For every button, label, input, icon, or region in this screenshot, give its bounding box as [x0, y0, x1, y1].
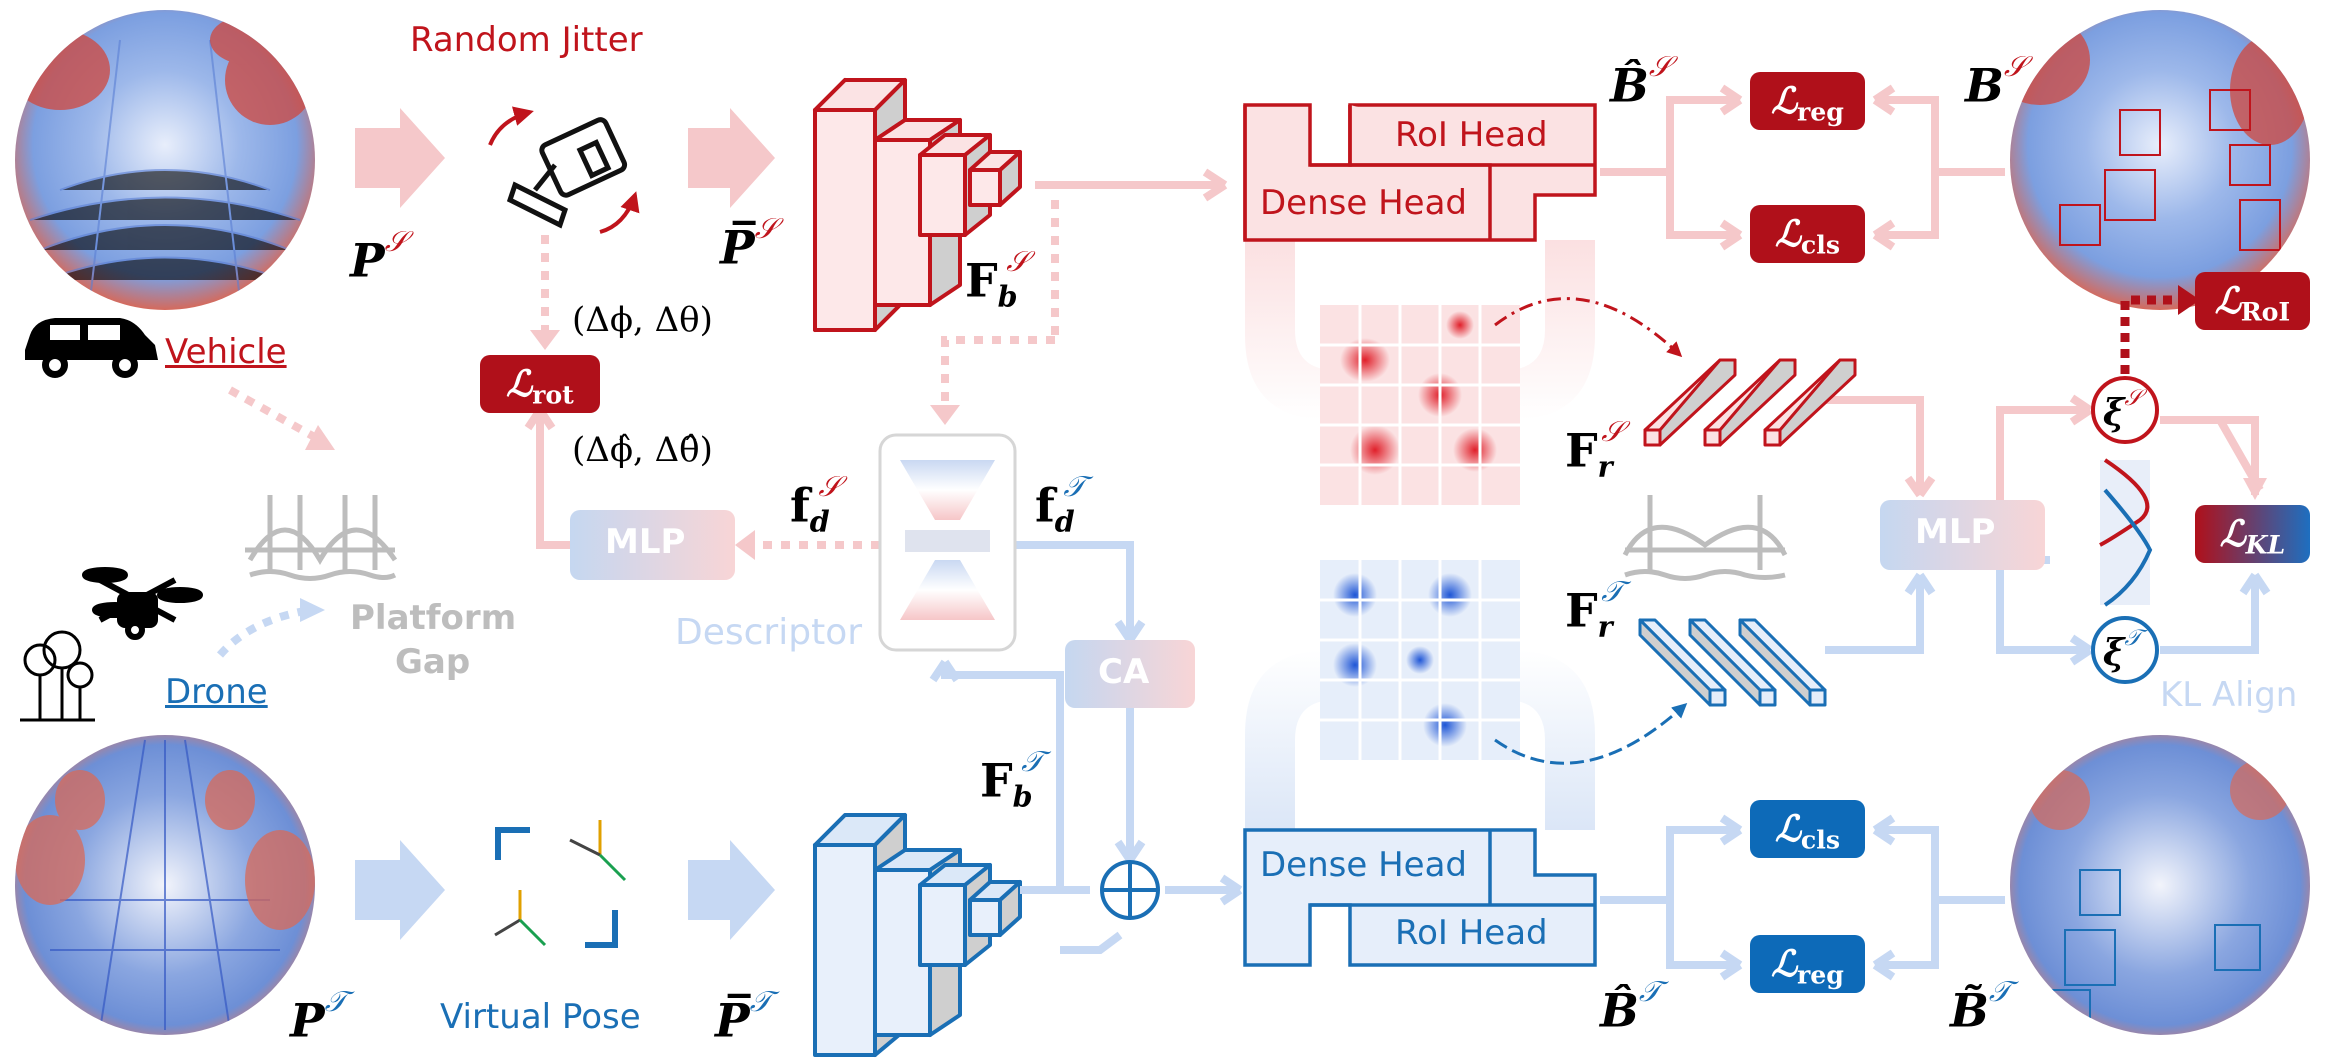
mlp-left-label: MLP: [605, 522, 686, 562]
descriptor-block: [878, 433, 1017, 652]
source-roi-features: [1643, 358, 1857, 447]
target-roi-features: [1638, 618, 1827, 707]
axes-icon: [494, 820, 627, 948]
car-icon: [25, 318, 158, 378]
p-target-symbol: P𝒯: [290, 985, 347, 1048]
jitter-arrows: [488, 106, 640, 234]
roi-head-bottom-label: RoI Head: [1395, 913, 1548, 953]
ca-label: CA: [1098, 652, 1150, 692]
target-heatmap: [1320, 560, 1520, 760]
random-jitter-label: Random Jitter: [410, 20, 643, 60]
loss-kl: ℒKL: [2195, 505, 2310, 563]
source-dotted-lines: [228, 200, 1059, 549]
xi-to-roi-loss: [2120, 295, 2180, 390]
descriptor-label: Descriptor: [675, 612, 863, 653]
loss-rot: ℒrot: [480, 355, 600, 413]
xi-target-symbol: ξ𝒯: [2103, 625, 2142, 675]
bridge-icon-right: [1622, 495, 1788, 581]
source-point-cloud: [15, 10, 315, 310]
drone-dotted-head: [300, 598, 325, 622]
distribution-curves: [2099, 458, 2153, 607]
delta-pred-label: (Δϕ̂, Δθ̂): [572, 430, 713, 470]
target-point-cloud: [15, 735, 315, 1035]
mlp-right-label: MLP: [1915, 512, 1996, 552]
btilde-target-symbol: B̃𝒯: [1950, 975, 2011, 1038]
source-heatmap: [1320, 305, 1520, 505]
fd-target-symbol: fd𝒯: [1035, 470, 1086, 539]
p-bar-target-symbol: P̅𝒯: [715, 985, 772, 1048]
target-pseudo-boxes-cloud: [2010, 735, 2310, 1035]
loss-cls-bottom: ℒcls: [1750, 800, 1865, 858]
xi-s-to-kl: [2160, 416, 2259, 495]
plus-circle-icon: [1100, 860, 1160, 920]
dense-head-top-label: Dense Head: [1260, 183, 1467, 223]
mlp-right-block: [1880, 500, 2045, 570]
fb-source-symbol: Fb𝒮: [965, 245, 1029, 314]
b-source-symbol: B𝒮: [1965, 50, 2026, 113]
drone-label: Drone: [165, 672, 268, 712]
xi-to-roi-loss-head: [2178, 285, 2200, 315]
flow-arrows-source: [355, 108, 775, 208]
loss-reg-top: ℒreg: [1750, 72, 1865, 130]
source-backbone: [813, 78, 1022, 332]
lidar-sensor-icon: [506, 117, 628, 229]
virtual-pose-label: Virtual Pose: [440, 997, 641, 1037]
mlp-left-block: [570, 510, 735, 580]
fd-source-symbol: fd𝒮: [790, 470, 841, 539]
bhat-source-symbol: B̂𝒮: [1610, 50, 1671, 113]
source-connectors: [1035, 84, 2264, 564]
xi-t-circle: [2091, 616, 2159, 684]
xi-source-symbol: ξ𝒮: [2103, 385, 2142, 435]
xi-s-to-kl-head: [2243, 478, 2267, 500]
target-roi-arrow: [1494, 702, 1688, 765]
platform-gap-label-1: Platform: [350, 598, 517, 638]
kl-align-label: KL Align: [2160, 675, 2298, 715]
source-gt-boxes-cloud: [2010, 10, 2310, 310]
vehicle-label: Vehicle: [165, 332, 287, 372]
source-roi-arrow: [1494, 297, 1683, 358]
dense-head-bottom-label: Dense Head: [1260, 845, 1467, 885]
xi-s-circle: [2091, 376, 2159, 444]
loss-reg-bottom: ℒreg: [1750, 935, 1865, 993]
fr-source-symbol: Fr𝒮: [1565, 415, 1624, 484]
bridge-icon: [245, 495, 398, 581]
fr-target-symbol: Fr𝒯: [1565, 575, 1624, 644]
drone-icon: [82, 567, 203, 640]
roi-head-top-label: RoI Head: [1395, 115, 1548, 155]
platform-gap-label-2: Gap: [395, 642, 471, 682]
delta-true-label: (Δϕ, Δθ): [572, 300, 713, 340]
ca-block: [1065, 640, 1195, 708]
fb-target-symbol: Fb𝒯: [980, 745, 1044, 814]
target-head-block: [1243, 828, 1597, 967]
loss-roi: ℒRoI: [2195, 272, 2310, 330]
source-dotted-heads: [305, 330, 960, 560]
flow-arrows-target: [355, 840, 775, 940]
source-head-block: [1243, 103, 1597, 242]
target-connectors: [929, 541, 2271, 981]
mlp-to-rot-line: [524, 407, 570, 549]
bhat-target-symbol: B̂𝒯: [1600, 975, 1661, 1038]
target-backbone: [813, 813, 1022, 1057]
p-bar-source-symbol: P̅𝒮: [720, 212, 777, 275]
p-source-symbol: P𝒮: [350, 225, 407, 288]
loss-cls-top: ℒcls: [1750, 205, 1865, 263]
drone-dotted-line: [216, 606, 311, 658]
trees-icon: [20, 630, 95, 722]
